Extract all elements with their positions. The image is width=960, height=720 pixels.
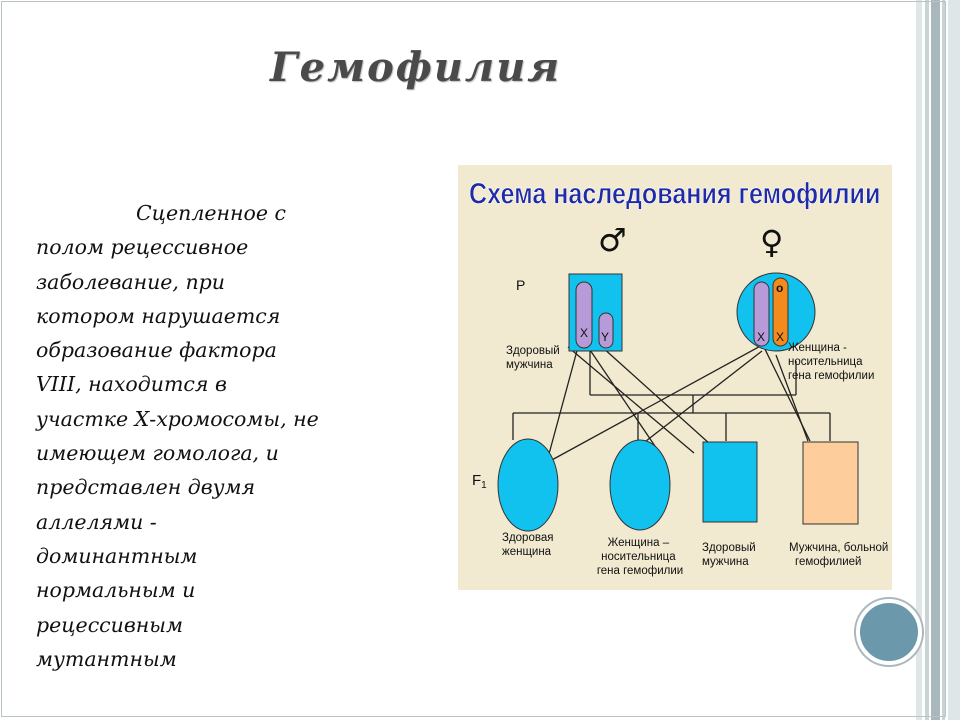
decorative-circle: [856, 599, 922, 665]
child-healthy-female: [497, 438, 559, 532]
border-stripe: [916, 0, 922, 720]
body-line: мутантным: [36, 646, 177, 671]
body-line: полом рецессивное: [36, 235, 249, 260]
body-line: заболевание, при: [36, 269, 225, 294]
inheritance-diagram: Схема наследования гемофилии ♂ ♀ Р F1: [458, 165, 892, 590]
border-stripe: [925, 0, 929, 720]
male-symbol: ♂: [598, 221, 627, 259]
slide-title: Гемофилия: [270, 44, 562, 91]
child-carrier-female: [609, 439, 671, 531]
father-label: Здоровый мужчина: [506, 345, 563, 371]
border-stripe: [931, 0, 940, 720]
body-line: имеющем гомолога, и: [36, 441, 279, 466]
child-healthy-male-label: Здоровый мужчина: [702, 542, 759, 568]
body-line: нормальным и: [36, 578, 196, 603]
child-carrier-female-label: Женщина – носительница гена гемофилии: [597, 537, 683, 577]
body-line: доминантным: [36, 543, 198, 568]
body-line: образование фактора: [36, 338, 277, 363]
mother-allele-label: о: [776, 281, 783, 295]
mother-x-label: X: [757, 330, 765, 344]
body-line: котором нарушается: [36, 303, 281, 328]
child-healthy-female-label: Здоровая женщина: [502, 532, 557, 558]
mother-label: Женщина - носительница гена гемофилии: [788, 342, 874, 382]
mother-x-chromosome: [753, 281, 770, 347]
mother-mutant-x-chromosome: [772, 277, 789, 347]
child-affected-male-label: Мужчина, больной гемофилией: [789, 542, 892, 568]
child-affected-male: [802, 441, 859, 525]
body-line: рецессивным: [36, 612, 183, 637]
slide-frame: [1, 1, 946, 717]
female-symbol: ♀: [760, 223, 783, 261]
father-y-chromosome: [598, 312, 614, 349]
father-x-label: X: [580, 326, 588, 340]
child-healthy-male: [702, 441, 758, 523]
mother-x2-label: X: [776, 330, 784, 344]
border-stripe: [942, 0, 945, 720]
father-y-label: Y: [601, 330, 609, 344]
body-line: представлен двумя: [36, 475, 256, 500]
father-x-chromosome: [575, 281, 593, 349]
pedigree-lines: [512, 334, 831, 466]
body-line: аллелями -: [36, 509, 157, 534]
body-line: VIII, находится в: [36, 372, 227, 397]
diagram-title: Схема наследования гемофилии: [469, 177, 880, 210]
generation-p-label: Р: [516, 277, 525, 293]
generation-f1-label: F1: [472, 472, 487, 491]
body-line: Сцепленное с: [136, 201, 286, 225]
slide-body-text: Сцепленное с полом рецессивное заболеван…: [36, 196, 416, 676]
body-line: участке Х-хромосомы, не: [36, 406, 319, 431]
border-stripe: [948, 0, 960, 720]
